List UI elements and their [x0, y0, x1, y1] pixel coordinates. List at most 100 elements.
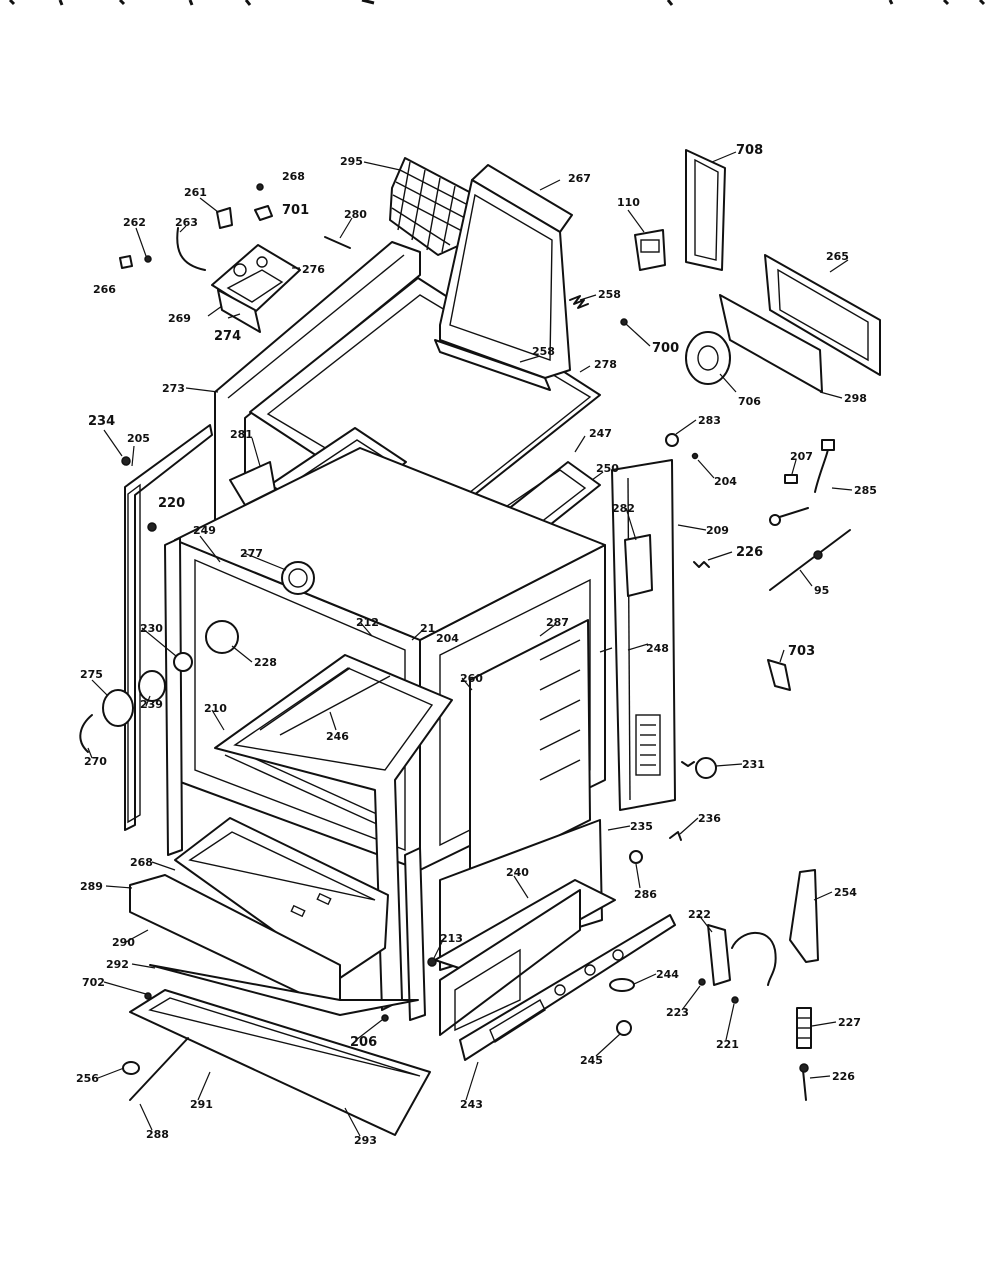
- part-label: 230: [140, 622, 163, 635]
- knob-231: [681, 757, 717, 779]
- ring-706: [685, 331, 731, 385]
- part-label: 256: [76, 1072, 99, 1085]
- part-label: 210: [204, 702, 227, 715]
- part-label: 293: [354, 1134, 377, 1147]
- storage-drawer-290: [129, 874, 419, 1016]
- part-label: 235: [630, 820, 653, 833]
- part-label: 267: [568, 172, 591, 185]
- part-266: [119, 255, 133, 269]
- part-label: 254: [834, 886, 857, 899]
- part-label: 706: [738, 395, 761, 408]
- part-label: 269: [168, 312, 191, 325]
- clip-268: [256, 183, 264, 191]
- part-label: 231: [742, 758, 765, 771]
- part-label: 244: [656, 968, 679, 981]
- part-label: 220: [158, 496, 185, 511]
- part-label: 213: [440, 932, 463, 945]
- nut-286: [629, 850, 643, 864]
- part-label: 246: [326, 730, 349, 743]
- switch-110: [634, 229, 666, 271]
- part-label: 275: [80, 668, 103, 681]
- screw-204: [691, 452, 699, 460]
- part-label: 274: [214, 329, 241, 344]
- part-label: 228: [254, 656, 277, 669]
- bottom-frame-293: [129, 989, 431, 1136]
- clip-283: [665, 433, 679, 447]
- screw-700: [620, 318, 628, 326]
- part-label: 708: [736, 143, 763, 158]
- part-label: 223: [666, 1006, 689, 1019]
- valve-stem: [769, 507, 809, 526]
- part-label: 258: [598, 288, 621, 301]
- part-label: 276: [302, 263, 325, 276]
- leveler-235: [122, 1061, 140, 1075]
- part-label: 285: [854, 484, 877, 497]
- part-label: 273: [162, 382, 185, 395]
- part-label: 702: [82, 976, 105, 989]
- part-label: 278: [594, 358, 617, 371]
- part-label: 243: [460, 1098, 483, 1111]
- oven-door-frame-248: [214, 654, 453, 1011]
- part-label: 280: [344, 208, 367, 221]
- front-kick-panel-240: [434, 879, 616, 1036]
- rod-95: [769, 529, 851, 591]
- part-label: 277: [240, 547, 263, 560]
- part-label: 204: [436, 632, 459, 645]
- part-label: 703: [788, 644, 815, 659]
- burner-assembly-276: [211, 244, 301, 333]
- part-label: 290: [112, 936, 135, 949]
- screw-262: [144, 255, 152, 263]
- part-label: 268: [282, 170, 305, 183]
- part-label: 292: [106, 958, 129, 971]
- bracket-282: [624, 534, 653, 597]
- part-label: 21: [420, 622, 435, 635]
- part-label: 262: [123, 216, 146, 229]
- screw-221: [731, 996, 739, 1004]
- part-label: 289: [80, 880, 103, 893]
- part-label: 266: [93, 283, 116, 296]
- light-lens-228: [205, 620, 239, 654]
- part-label: 282: [612, 502, 635, 515]
- part-label: 206: [350, 1035, 377, 1050]
- part-label: 227: [838, 1016, 861, 1029]
- part-label: 212: [356, 616, 379, 629]
- rod-288: [129, 1037, 189, 1101]
- bracket-270: [79, 714, 93, 753]
- part-label: 261: [184, 186, 207, 199]
- screw-206: [381, 1014, 389, 1022]
- part-label: 281: [230, 428, 253, 441]
- part-label: 240: [506, 866, 529, 879]
- part-label: 249: [193, 524, 216, 537]
- part-label: 283: [698, 414, 721, 427]
- leader-lines: [87, 151, 853, 1137]
- part-label: 265: [826, 250, 849, 263]
- part-label: 234: [88, 414, 115, 429]
- pin-226b: [799, 1063, 809, 1101]
- part-label: 95: [814, 584, 829, 597]
- spring-236: [669, 831, 682, 841]
- part-label: 204: [714, 475, 737, 488]
- clip-234: [121, 456, 131, 466]
- part-label: 250: [596, 462, 619, 475]
- part-label: 207: [790, 450, 813, 463]
- part-label: 263: [175, 216, 198, 229]
- part-label: 258: [532, 345, 555, 358]
- spring-227: [796, 1007, 812, 1049]
- part-label: 291: [190, 1098, 213, 1111]
- clip-220: [147, 522, 157, 532]
- backguard-265: [764, 254, 881, 376]
- oven-side-liner-287: [469, 619, 591, 881]
- part-label: 205: [127, 432, 150, 445]
- part-label: 221: [716, 1038, 739, 1051]
- bracket-261: [216, 207, 233, 229]
- globe-275: [102, 689, 134, 727]
- part-label: 701: [282, 203, 309, 218]
- bracket-281: [229, 461, 276, 506]
- part-label: 295: [340, 155, 363, 168]
- bracket-703: [767, 659, 791, 691]
- part-label: 298: [844, 392, 867, 405]
- light-socket-277: [281, 561, 315, 595]
- part-213: [427, 957, 437, 967]
- part-label: 245: [580, 1054, 603, 1067]
